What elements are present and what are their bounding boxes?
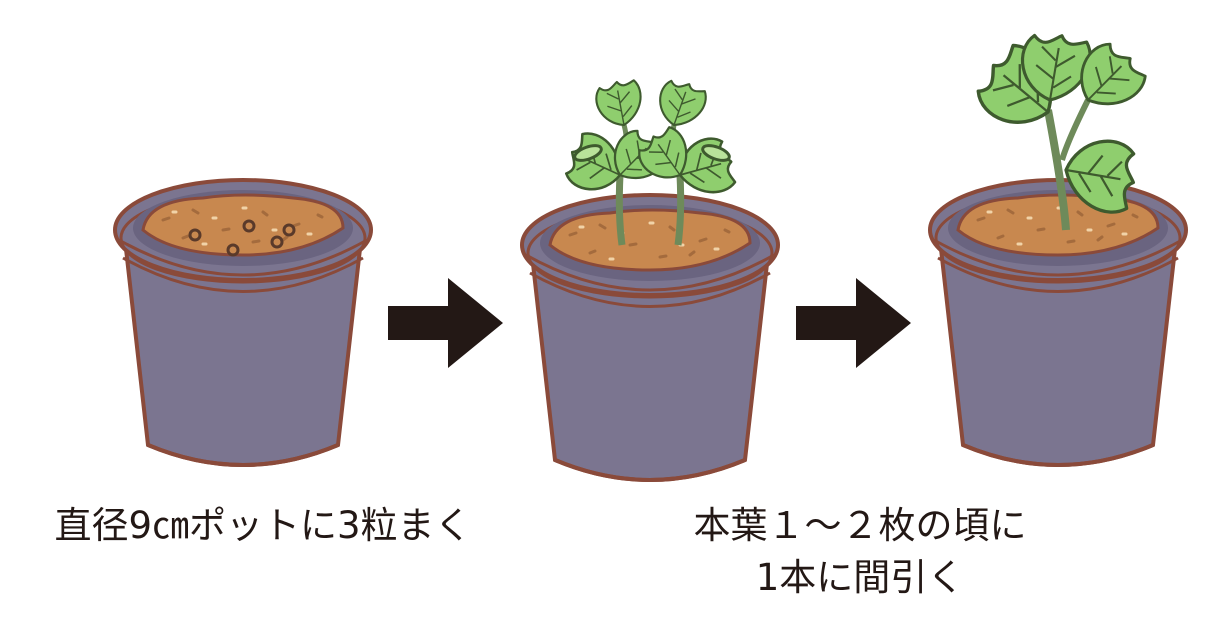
- step-2-caption-line-1: 本葉１～２枚の頃に: [693, 504, 1027, 547]
- step-2-caption: 本葉１～２枚の頃に 1本に間引く: [640, 500, 1080, 604]
- right-arrow-icon: [388, 278, 503, 368]
- pot-seeds: [113, 178, 373, 467]
- pot-single-plant: [928, 30, 1188, 467]
- step-2-caption-line-2: 1本に間引く: [755, 556, 965, 599]
- single-plant: [968, 30, 1153, 231]
- seedlings: [560, 75, 741, 246]
- pot-seedlings: [520, 75, 780, 482]
- step-1-caption: 直径9㎝ポットに3粒まく: [28, 500, 498, 552]
- right-arrow-icon: [796, 278, 911, 368]
- step-1-caption-line: 直径9㎝ポットに3粒まく: [54, 504, 472, 547]
- seeds: [188, 219, 296, 257]
